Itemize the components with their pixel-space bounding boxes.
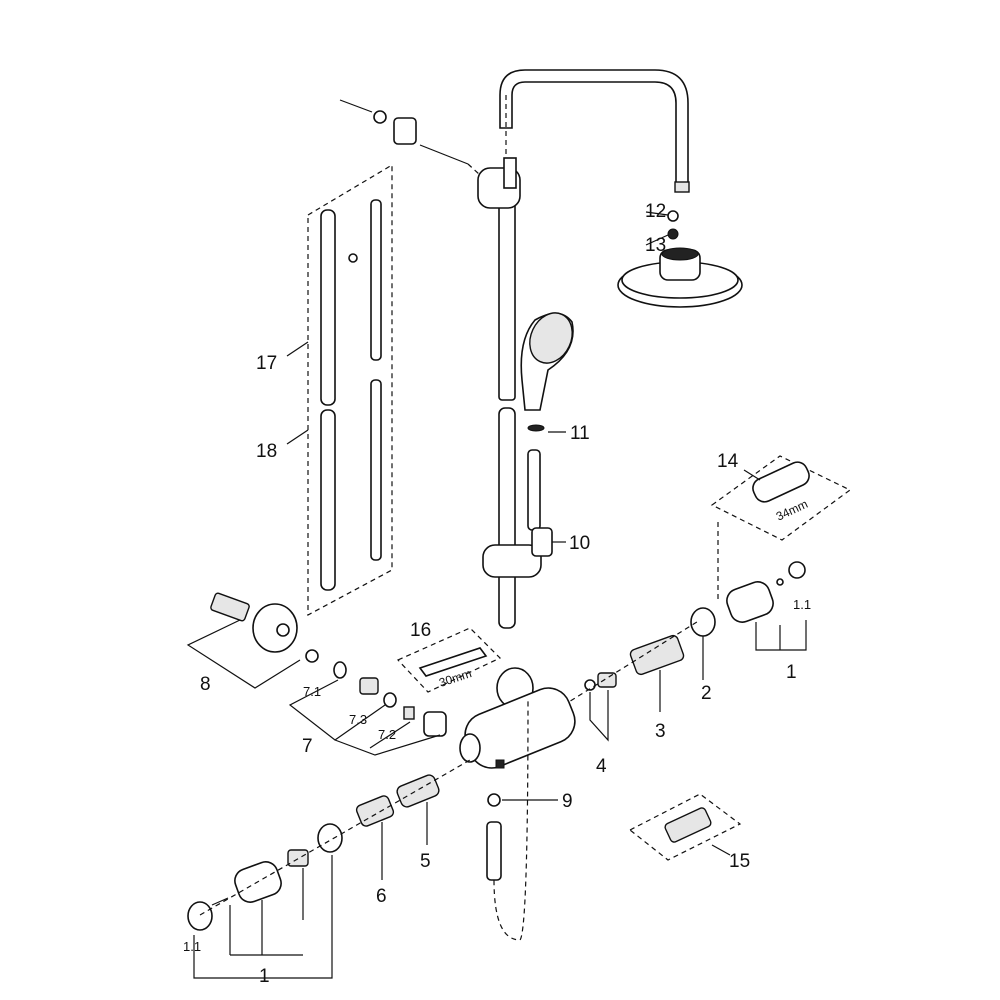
left-handle-parts (187, 774, 440, 931)
label-17: 17 (256, 353, 277, 374)
label-9: 9 (562, 791, 573, 812)
label-13: 13 (645, 235, 666, 256)
label-6: 6 (376, 886, 387, 907)
label-4: 4 (596, 756, 607, 777)
head-shower (617, 210, 743, 308)
label-12: 12 (645, 201, 666, 222)
label-14-dimension: 34mm (774, 497, 810, 524)
part-8-eccentric (210, 592, 298, 653)
overhead-shower-arm (499, 69, 690, 193)
part-14-box (710, 455, 852, 541)
label-8: 8 (200, 674, 211, 695)
wall-bracket-parts (339, 99, 481, 176)
label-16: 16 (410, 620, 431, 641)
label-1-left: 1 (259, 966, 270, 987)
label-18: 18 (256, 441, 277, 462)
thermostat-mixer-body (459, 667, 576, 769)
label-11: 11 (570, 423, 590, 444)
hand-shower (520, 312, 574, 531)
label-7: 7 (302, 736, 313, 757)
label-2: 2 (701, 683, 712, 704)
label-3: 3 (655, 721, 666, 742)
label-10: 10 (569, 533, 590, 554)
label-7-3: 7.3 (349, 712, 367, 727)
part-15-box (628, 793, 742, 861)
right-handle-parts (584, 561, 806, 691)
shower-hose (486, 699, 529, 941)
wall-rail-set (307, 163, 393, 617)
hand-shower-holder-slider (482, 527, 553, 578)
label-1-1-right: 1.1 (793, 597, 811, 612)
label-14: 14 (717, 451, 739, 472)
label-7-2: 7.2 (378, 727, 396, 742)
part-7-connection-set (305, 649, 447, 737)
label-7-1: 7.1 (303, 684, 321, 699)
label-1-1-left: 1.1 (183, 939, 201, 954)
label-15: 15 (729, 851, 750, 872)
label-5: 5 (420, 851, 431, 872)
label-1-right: 1 (786, 662, 797, 683)
part-16-wrench-box (396, 627, 502, 693)
